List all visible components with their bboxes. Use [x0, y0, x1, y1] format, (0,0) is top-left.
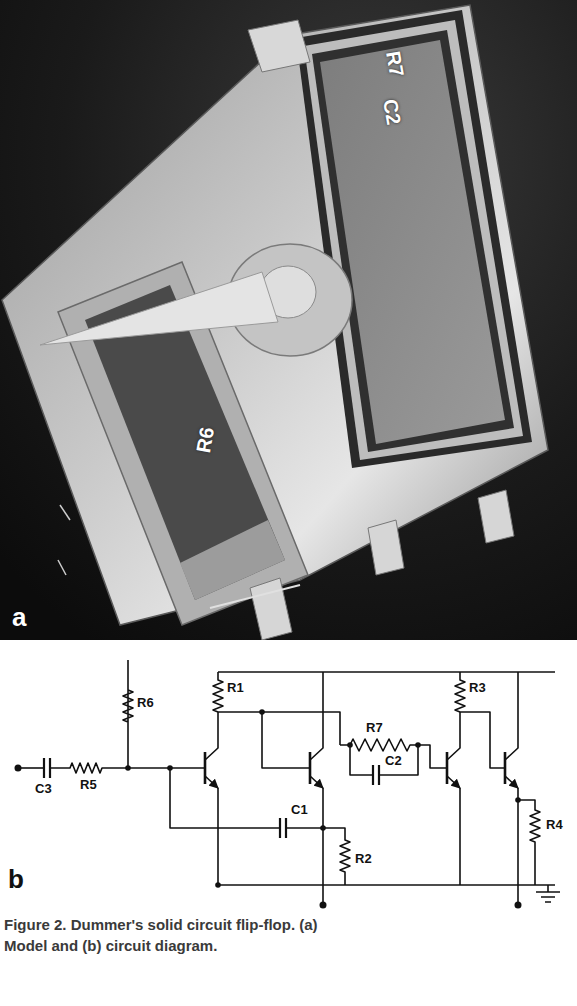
wire — [217, 788, 219, 885]
transistor-symbol — [309, 752, 312, 784]
part-label: R7 — [383, 50, 407, 79]
wire — [310, 672, 323, 760]
transistor-symbol — [504, 752, 507, 784]
wires — [18, 660, 560, 903]
right-frame-inner — [304, 20, 523, 460]
junction-dot — [515, 797, 521, 803]
substrate — [2, 5, 548, 625]
wire — [505, 672, 518, 760]
emitter-arrow — [447, 776, 460, 788]
transistor-symbol — [446, 752, 449, 784]
wire — [447, 712, 460, 760]
part-label: R7 — [366, 721, 383, 734]
part-label: C3 — [35, 782, 52, 795]
scratch — [58, 560, 66, 575]
right-frame-line — [312, 30, 514, 452]
terminal-dot — [15, 765, 22, 772]
capacitor-symbol — [373, 765, 379, 785]
junction-dot — [125, 765, 131, 771]
resistor-symbol — [455, 672, 465, 712]
part-label: C2 — [380, 98, 404, 127]
bottom-tab — [368, 520, 404, 575]
resistor-symbol — [213, 672, 223, 712]
part-label: R6 — [193, 426, 217, 455]
junction-dot — [415, 742, 421, 748]
wire — [170, 768, 280, 828]
edge-highlight — [210, 585, 300, 608]
resistor-symbol — [518, 800, 540, 885]
capacitor-symbol — [44, 758, 50, 778]
part-label: C2 — [385, 754, 402, 767]
transistor-symbol — [204, 752, 207, 784]
top-tab — [248, 20, 310, 72]
terminal-dot — [515, 902, 522, 909]
emitter-arrow — [205, 776, 218, 788]
wire — [460, 712, 505, 768]
panel-letter: a — [12, 604, 26, 630]
wire — [379, 745, 418, 775]
part-label: R4 — [546, 818, 563, 831]
panel-letter: b — [8, 866, 24, 892]
junction-dot — [259, 709, 265, 715]
wire — [286, 827, 323, 829]
ground-rail — [218, 884, 555, 886]
wire — [350, 745, 373, 775]
capacitor-symbol — [280, 818, 286, 838]
figure-caption: Figure 2. Dummer's solid circuit flip-fl… — [4, 914, 364, 956]
part-label: R1 — [227, 681, 244, 694]
photo-background — [0, 0, 577, 640]
wedge-lead — [40, 272, 278, 345]
wire — [218, 712, 310, 768]
bottom-tab — [250, 578, 292, 640]
wire — [262, 712, 340, 745]
junction-dot — [167, 765, 173, 771]
right-frame — [296, 10, 532, 468]
junctions — [15, 709, 522, 908]
emitter-arrow — [310, 776, 323, 788]
part-label: R5 — [80, 778, 97, 791]
part-label: R3 — [469, 681, 486, 694]
junction-dot — [215, 882, 221, 888]
junction-dot — [320, 825, 326, 831]
resistor-symbol — [340, 739, 447, 768]
r7-c2-strip — [320, 40, 505, 444]
part-label: R6 — [137, 696, 154, 709]
emitter-arrow — [505, 776, 518, 788]
wire — [322, 788, 324, 903]
bottom-tab — [478, 490, 514, 543]
resistor-symbol — [123, 660, 133, 768]
wire — [459, 788, 461, 885]
model-photo — [0, 0, 577, 640]
part-label: C1 — [291, 803, 308, 816]
wire — [517, 788, 519, 903]
junction-dot — [347, 742, 353, 748]
wire — [18, 767, 44, 769]
part-label: R2 — [355, 852, 372, 865]
supply-rail — [218, 671, 555, 673]
resistor-symbol — [323, 828, 350, 885]
wire — [205, 712, 218, 760]
scratch — [60, 505, 70, 520]
terminal-dot — [320, 902, 327, 909]
ground-symbol — [536, 885, 560, 902]
